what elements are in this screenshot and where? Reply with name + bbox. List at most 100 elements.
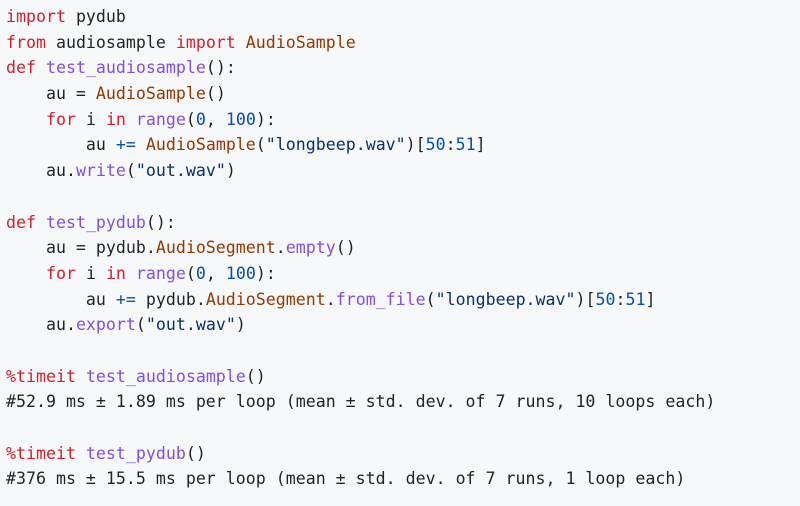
code-line: import pydub [6,4,800,30]
code-token: AudioSegment [205,289,326,309]
code-token [6,264,46,283]
code-token: "longbeep.wav" [435,289,576,309]
code-line: au += pydub.AudioSegment.from_file("long… [6,287,800,313]
code-token: . [325,289,336,309]
code-token: 51 [625,289,646,309]
code-token: au [6,135,116,155]
code-token: ( [425,289,436,309]
code-token: import [175,32,236,52]
code-token: += [115,289,136,309]
code-token: 100 [225,109,256,129]
code-token [36,58,46,77]
code-token [76,444,86,463]
code-token: () [205,84,226,104]
code-token: %timeit [6,443,76,463]
code-token: ( [185,263,196,283]
code-token: ) [235,315,246,335]
code-token: , [205,109,226,129]
code-token: : [615,289,626,309]
code-token: from [6,32,46,52]
code-token [6,110,46,129]
code-token [76,367,86,386]
code-token: "longbeep.wav" [265,135,406,155]
code-token: )[ [575,289,596,309]
code-token: () [245,366,266,386]
code-token: def [6,212,36,232]
code-token: AudioSegment [155,238,276,258]
code-token [126,264,136,283]
code-token: += [115,135,136,155]
code-token: 0 [195,263,206,283]
code-token: #52.9 ms ± 1.89 ms per loop (mean ± std.… [6,392,716,412]
code-token: ] [645,289,656,309]
code-token: 50 [425,135,446,155]
code-token: import [6,7,66,26]
code-token: , [205,263,226,283]
code-token: 0 [195,109,206,129]
code-token: %timeit [6,366,76,386]
code-line: au.export("out.wav") [6,312,800,338]
code-line [6,184,800,210]
code-token: range [135,109,186,129]
code-token [136,135,146,154]
code-token [36,213,46,232]
code-line: au = AudioSample() [6,81,800,107]
code-token: () [185,443,206,463]
code-token: 51 [455,135,476,155]
code-token: au. [6,161,76,181]
code-line: %timeit test_pydub() [6,441,800,467]
code-token: au. [6,315,76,335]
code-token: test_pydub [85,443,186,463]
code-token: ( [135,315,146,335]
code-token: #376 ms ± 15.5 ms per loop (mean ± std. … [6,469,686,489]
code-line: for i in range(0, 100): [6,107,800,133]
code-token: (): [205,58,236,78]
code-token: (): [145,212,176,232]
code-token: ( [185,109,196,129]
code-line: def test_pydub(): [6,210,800,236]
code-token: 100 [225,263,256,283]
code-token: au = [6,84,96,104]
code-token: ] [475,135,486,155]
code-token: test_pydub [45,212,146,232]
code-token: test_audiosample [45,58,206,78]
code-token: from_file [335,289,426,309]
code-token: ) [225,161,236,181]
code-token: audiosample [45,32,176,52]
code-token: () [335,238,356,258]
code-line: %timeit test_audiosample() [6,364,800,390]
code-token: ): [255,109,276,129]
code-line [6,338,800,364]
code-line: #52.9 ms ± 1.89 ms per loop (mean ± std.… [6,389,800,415]
code-token: test_audiosample [85,366,246,386]
code-token [126,110,136,129]
code-token: in [105,263,126,283]
code-line: au.write("out.wav") [6,158,800,184]
code-token: AudioSample [95,84,206,104]
code-token: AudioSample [245,32,356,52]
code-token: . [275,238,286,258]
code-token: pydub. [135,289,206,309]
code-token: def [6,58,36,78]
code-token: ): [255,263,276,283]
code-token: range [135,263,186,283]
code-line: #376 ms ± 15.5 ms per loop (mean ± std. … [6,466,800,492]
code-token: write [75,161,126,181]
code-token: i [75,109,106,129]
code-token: "out.wav" [145,315,236,335]
code-token: ( [255,135,266,155]
code-token: "out.wav" [135,161,226,181]
code-token: au [6,289,116,309]
code-token: AudioSample [145,135,256,155]
code-line: au = pydub.AudioSegment.empty() [6,235,800,261]
code-token: for [45,263,76,283]
code-line [6,415,800,441]
code-token [236,33,246,52]
code-line: au += AudioSample("longbeep.wav")[50:51] [6,132,800,158]
code-token: empty [285,238,336,258]
code-token: ( [125,161,136,181]
code-token: au = pydub. [6,238,156,258]
code-line: from audiosample import AudioSample [6,30,800,56]
code-line: def test_audiosample(): [6,55,800,81]
